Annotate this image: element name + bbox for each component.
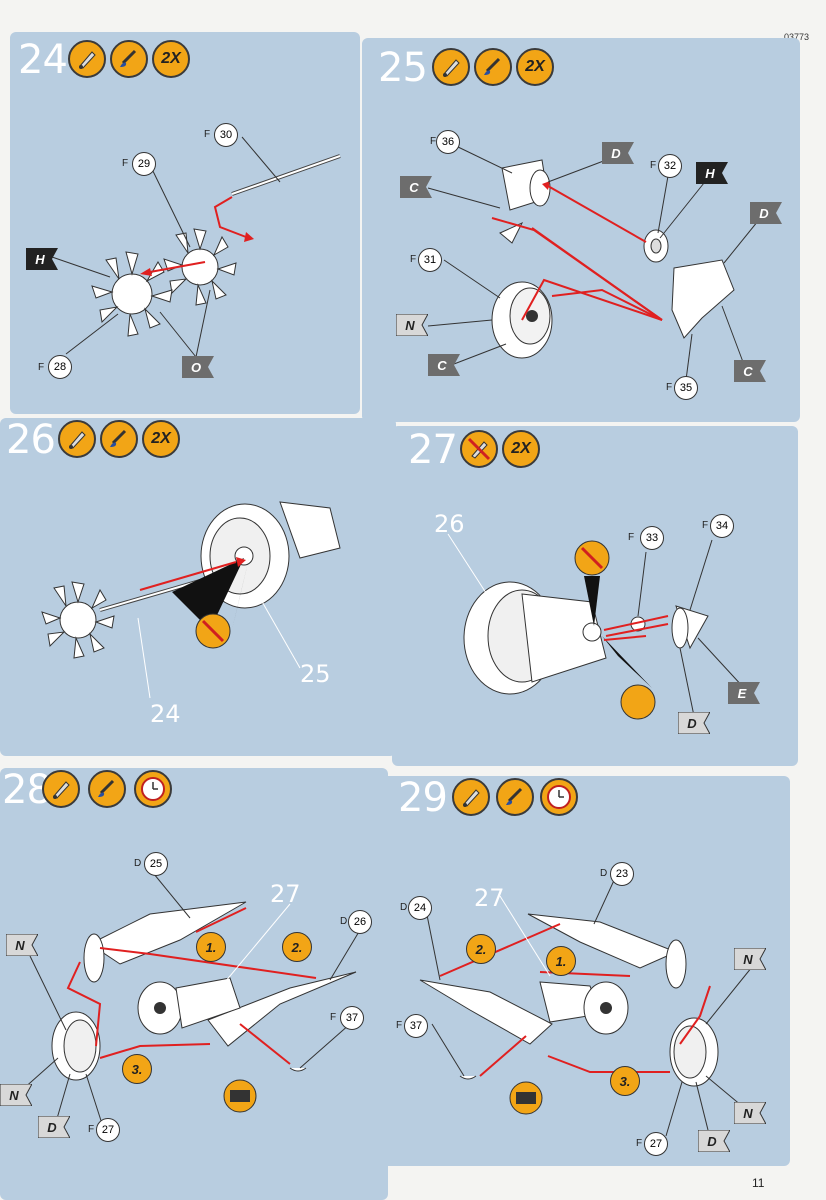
step-number: 25: [378, 45, 428, 91]
step-number: 27: [408, 427, 458, 473]
clock-icon: [540, 778, 578, 816]
step-number: 29: [398, 776, 448, 821]
part-callout-f34: 34: [710, 514, 734, 538]
part-callout-d25: 25: [144, 852, 168, 876]
part-prefix: D: [600, 868, 608, 879]
paint-brush-icon: [88, 770, 126, 808]
part-callout-f31: 31: [418, 248, 442, 272]
part-callout-f27: 27: [644, 1132, 668, 1156]
part-prefix: F: [636, 1138, 643, 1149]
step-27-diagram: [447, 533, 745, 720]
substep-2: 2.: [282, 932, 312, 962]
no-glue-icon: [460, 430, 498, 468]
paint-brush-icon: [100, 420, 138, 458]
reference-step-27: 27: [474, 884, 505, 912]
reference-step-26: 26: [434, 510, 465, 538]
color-flag-n: N: [6, 934, 38, 956]
color-flag-n: N: [734, 1102, 766, 1124]
color-flag-n: N: [0, 1084, 32, 1106]
part-callout-f27: 27: [96, 1118, 120, 1142]
color-flag-d: D: [698, 1130, 730, 1152]
color-flag-h: H: [26, 248, 58, 270]
color-flag-d: D: [750, 202, 782, 224]
color-flag-h: H: [696, 162, 728, 184]
substep-2: 2.: [466, 934, 496, 964]
part-prefix: D: [400, 902, 408, 913]
repeat-2x-icon: 2X: [516, 48, 554, 86]
part-callout-f29: 29: [132, 152, 156, 176]
part-prefix: F: [628, 532, 635, 543]
glue-icon: [432, 48, 470, 86]
part-callout-f30: 30: [214, 123, 238, 147]
step-24-panel: 24 2X: [10, 32, 360, 414]
repeat-2x-icon: 2X: [502, 430, 540, 468]
part-prefix: D: [134, 858, 142, 869]
step-25-diagram: [427, 145, 763, 381]
page-number: 11: [752, 1176, 765, 1190]
color-flag-c: C: [400, 176, 432, 198]
step-27-panel: 27 2X 26 F 33 F 34 E: [392, 426, 798, 766]
part-prefix: D: [340, 916, 348, 927]
step-25-panel: 25 2X: [362, 38, 800, 422]
step-29-diagram: [419, 875, 757, 1137]
part-callout-d26: 26: [348, 910, 372, 934]
part-callout-f32: 32: [658, 154, 682, 178]
substep-1: 1.: [196, 932, 226, 962]
part-callout-f37: 37: [340, 1006, 364, 1030]
part-prefix: F: [204, 129, 211, 140]
step-28-panel: 28: [0, 768, 388, 1200]
part-prefix: F: [396, 1020, 403, 1031]
glue-icon: [452, 778, 490, 816]
step-24-diagram: [51, 136, 341, 358]
repeat-2x-icon: 2X: [152, 40, 190, 78]
color-flag-c: C: [734, 360, 766, 382]
part-callout-d24: 24: [408, 896, 432, 920]
part-callout-d23: 23: [610, 862, 634, 886]
color-flag-e: E: [728, 682, 760, 704]
color-flag-n: N: [734, 948, 766, 970]
paint-brush-icon: [110, 40, 148, 78]
color-flag-c: C: [428, 354, 460, 376]
part-callout-f35: 35: [674, 376, 698, 400]
glue-icon: [58, 420, 96, 458]
part-prefix: F: [88, 1124, 95, 1135]
clock-icon: [134, 770, 172, 808]
color-flag-n: N: [396, 314, 428, 336]
step-26-panel: 26 2X 24: [0, 418, 396, 756]
part-prefix: F: [650, 160, 657, 171]
glue-icon: [42, 770, 80, 808]
reference-step-24: 24: [150, 700, 181, 728]
color-flag-d: D: [678, 712, 710, 734]
color-flag-d: D: [38, 1116, 70, 1138]
glue-icon: [68, 40, 106, 78]
part-prefix: F: [410, 254, 417, 265]
part-prefix: F: [666, 382, 673, 393]
paint-brush-icon: [474, 48, 512, 86]
part-prefix: F: [122, 158, 129, 169]
reference-step-25: 25: [300, 660, 331, 688]
step-26-diagram: [41, 501, 341, 699]
color-flag-o: O: [182, 356, 214, 378]
part-callout-f28: 28: [48, 355, 72, 379]
part-prefix: F: [430, 136, 437, 147]
part-callout-f36: 36: [436, 130, 460, 154]
color-flag-d: D: [602, 142, 634, 164]
substep-3: 3.: [122, 1054, 152, 1084]
part-prefix: F: [38, 362, 45, 373]
reference-step-27: 27: [270, 880, 301, 908]
part-callout-f37: 37: [404, 1014, 428, 1038]
repeat-2x-icon: 2X: [142, 420, 180, 458]
part-prefix: F: [330, 1012, 337, 1023]
step-number: 26: [6, 418, 56, 463]
step-29-panel: 29: [380, 776, 790, 1166]
step-number: 24: [18, 37, 68, 83]
catalog-number: 03773: [784, 32, 810, 42]
part-callout-f33: 33: [640, 526, 664, 550]
substep-3: 3.: [610, 1066, 640, 1096]
substep-1: 1.: [546, 946, 576, 976]
part-prefix: F: [702, 520, 709, 531]
paint-brush-icon: [496, 778, 534, 816]
